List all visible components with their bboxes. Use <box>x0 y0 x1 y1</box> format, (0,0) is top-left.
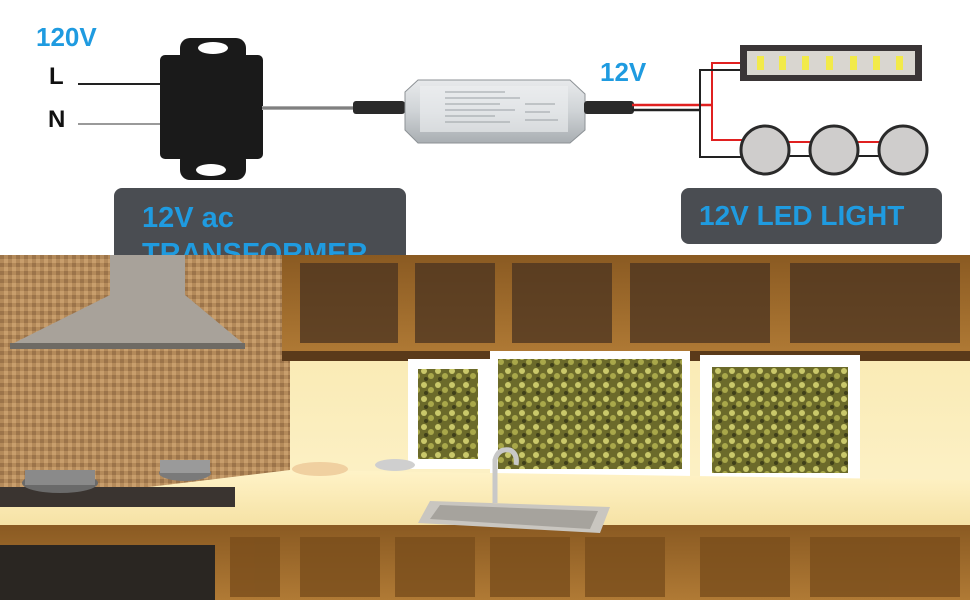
wiring-diagram <box>78 38 929 180</box>
led-caption: 12V LED LIGHT <box>681 188 942 244</box>
output-voltage-label: 12V <box>600 57 647 87</box>
puck-light-icon <box>739 124 929 176</box>
neutral-label: N <box>48 106 66 133</box>
driver-input-cable <box>353 101 405 114</box>
transformer-icon <box>160 38 263 180</box>
led-strip-icon <box>740 45 922 81</box>
led-driver-icon <box>404 79 586 144</box>
led-caption-text: 12V LED LIGHT <box>699 200 905 231</box>
driver-output-cable <box>584 101 634 114</box>
input-voltage-label: 120V <box>36 22 97 52</box>
transformer-caption-line1: 12V ac <box>142 202 234 234</box>
kitchen-photo <box>0 255 970 600</box>
line-label: L <box>49 63 64 90</box>
